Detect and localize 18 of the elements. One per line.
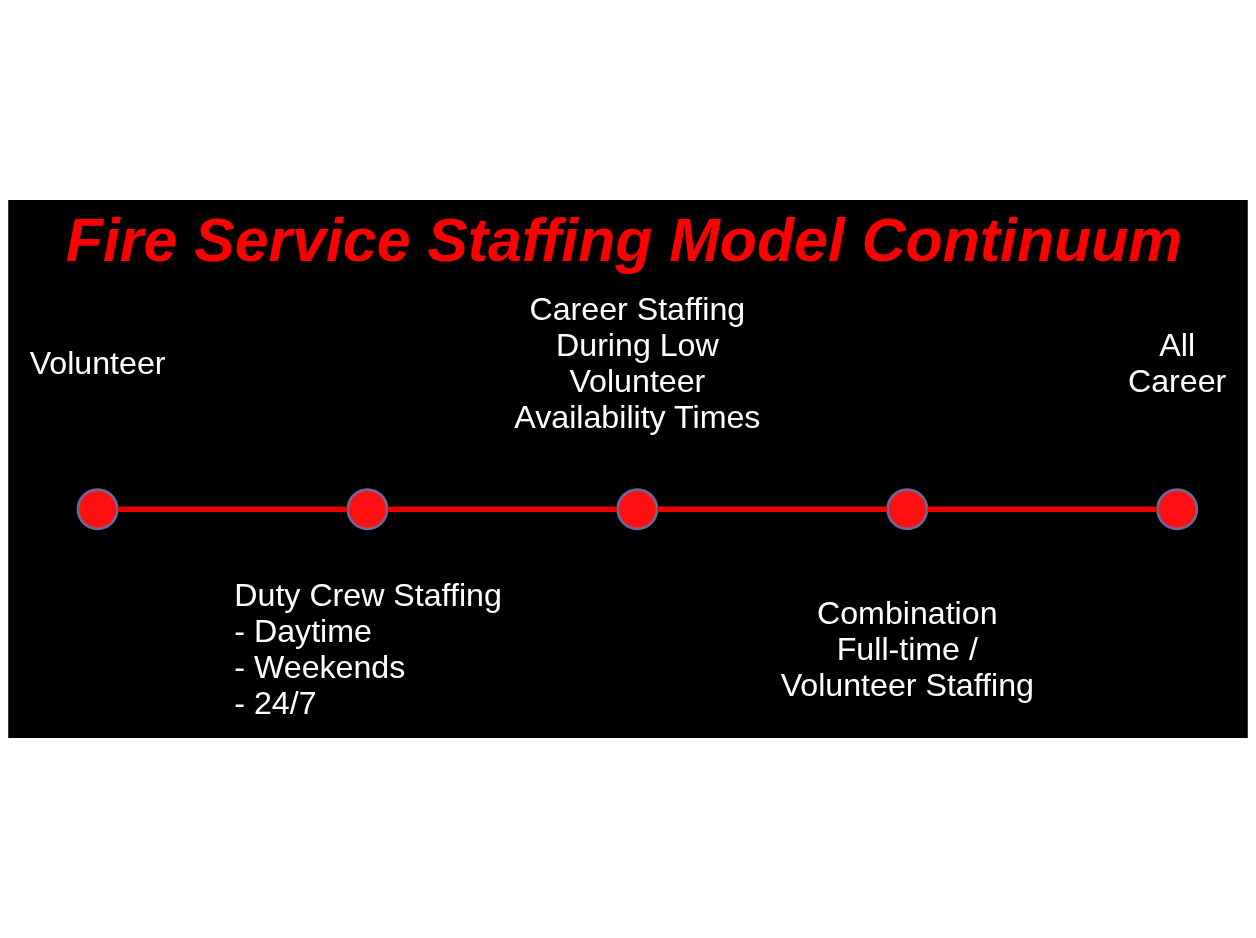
node-circle (76, 488, 119, 531)
node-label: - Weekends (234, 648, 406, 685)
node-label: Combination Full-time / Volunteer Staffing (780, 595, 1034, 703)
node-label: Duty Crew Staffing (234, 577, 502, 614)
node-label: - 24/7 (234, 684, 317, 721)
node-label: Career Staffing During Low Volunteer Availability Times (514, 291, 761, 435)
diagram-title: Fire Service Staffing Model Continuum (65, 206, 1183, 275)
connector (657, 506, 888, 512)
node-label: All Career (1128, 327, 1227, 399)
node-label: - Daytime (234, 613, 372, 650)
connector (387, 506, 618, 512)
connector (117, 506, 348, 512)
node-circle (616, 488, 659, 531)
connector (927, 506, 1158, 512)
node-label: Volunteer (29, 345, 166, 382)
node-circle (1156, 488, 1199, 531)
node-circle (346, 488, 389, 531)
node-circle (886, 488, 929, 531)
